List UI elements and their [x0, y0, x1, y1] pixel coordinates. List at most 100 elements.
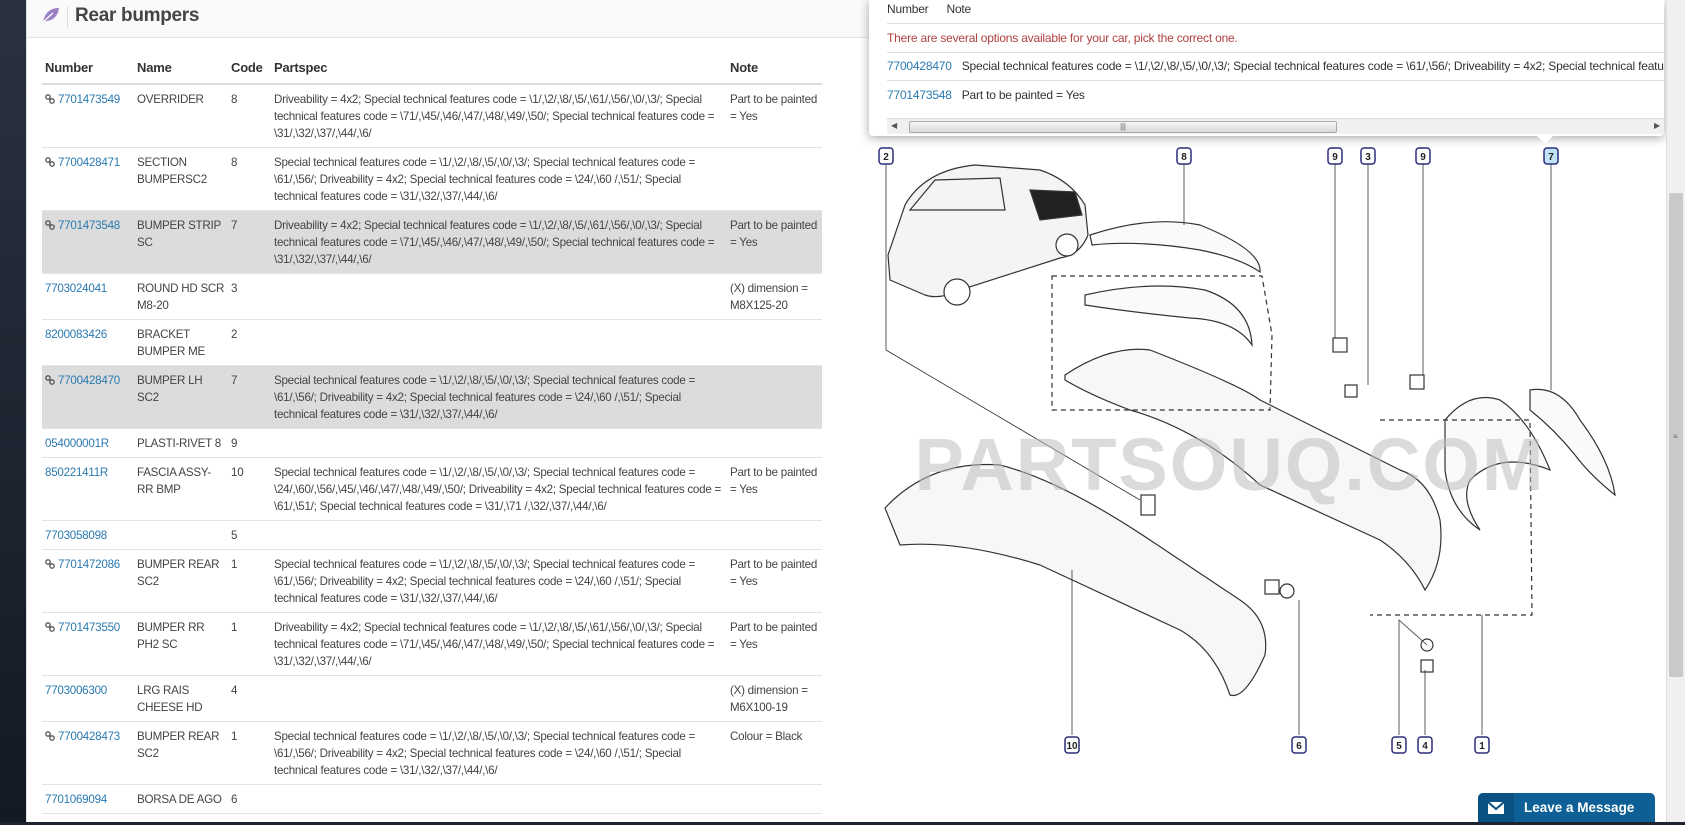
cell-number: 7700428473	[42, 721, 134, 785]
column-header-note[interactable]: Note	[727, 56, 822, 85]
part-number-link[interactable]: 7701473550	[58, 621, 120, 634]
table-row[interactable]: 7701473548 BUMPER STRIP SC 7 Driveabilit…	[42, 210, 822, 274]
popup-pointer	[1536, 135, 1554, 144]
column-header-code[interactable]: Code	[228, 56, 271, 85]
cell-code: 3	[228, 273, 271, 320]
cell-note	[727, 147, 822, 211]
scroll-right-arrow-icon[interactable]: ▶	[1654, 121, 1660, 130]
part-number-link[interactable]: 7703006300	[45, 684, 107, 697]
cell-number: 7701472086	[42, 549, 134, 613]
link-icon	[45, 157, 55, 167]
part-number-link[interactable]: 7701473549	[58, 93, 120, 106]
link-icon	[45, 622, 55, 632]
table-row[interactable]: 7700428473 BUMPER REAR SC2 1 Special tec…	[42, 721, 822, 785]
callout-label[interactable]: 9	[1327, 147, 1343, 165]
cell-partspec	[271, 319, 727, 366]
callout-label[interactable]: 3	[1360, 147, 1376, 165]
vertical-scrollbar[interactable]: ≡	[1666, 0, 1685, 822]
callout-label[interactable]: 7	[1543, 147, 1559, 165]
cell-name: PLASTI-RIVET 8	[134, 428, 228, 458]
part-number-link[interactable]: 7700428470	[58, 374, 120, 387]
part-number-link[interactable]: 7703024041	[45, 282, 107, 295]
cell-name: BORSA DE AGO	[134, 784, 228, 814]
cell-number: 7700428471	[42, 147, 134, 211]
popup-option-number[interactable]: 7701473548	[887, 88, 952, 102]
cell-note: Colour = Black	[727, 721, 822, 785]
cell-partspec	[271, 428, 727, 458]
popup-option-number[interactable]: 7700428470	[887, 59, 952, 73]
cell-number: 7701473550	[42, 612, 134, 676]
callout-box	[1064, 736, 1080, 754]
callout-number: 5	[1396, 741, 1402, 752]
part-number-link[interactable]: 7700428471	[58, 156, 120, 169]
part-number-link[interactable]: 850221411R	[45, 466, 109, 479]
scrollbar-thumb[interactable]	[1669, 193, 1683, 677]
table-row[interactable]: 7703024041 ROUND HD SCR M8-20 3 (X) dime…	[42, 273, 822, 320]
table-row[interactable]: 7703058098 5	[42, 520, 822, 550]
parts-table-container: Number Name Code Partspec Note 770147354…	[42, 56, 822, 814]
parts-table: Number Name Code Partspec Note 770147354…	[42, 56, 822, 814]
cell-name: SECTION BUMPERSC2	[134, 147, 228, 211]
cell-number: 7703058098	[42, 520, 134, 550]
table-row[interactable]: 7701472086 BUMPER REAR SC2 1 Special tec…	[42, 549, 822, 613]
callout-box	[1176, 147, 1192, 165]
link-icon	[45, 220, 55, 230]
table-row[interactable]: 8200083426 BRACKET BUMPER ME 2	[42, 319, 822, 366]
table-row[interactable]: 054000001R PLASTI-RIVET 8 9	[42, 428, 822, 458]
part-number-link[interactable]: 7701069094	[45, 793, 107, 806]
table-row[interactable]: 7701473549 OVERRIDER 8 Driveability = 4x…	[42, 84, 822, 148]
table-row[interactable]: 7700428471 SECTION BUMPERSC2 8 Special t…	[42, 147, 822, 211]
cell-code: 9	[228, 428, 271, 458]
column-header-name[interactable]: Name	[134, 56, 228, 85]
column-header-number[interactable]: Number	[42, 56, 134, 85]
cell-note: Part to be painted = Yes	[727, 457, 822, 521]
cell-partspec: Special technical features code = \1/,\2…	[271, 721, 727, 785]
cell-name: LRG RAIS CHEESE HD	[134, 675, 228, 722]
table-row[interactable]: 7703006300 LRG RAIS CHEESE HD 4 (X) dime…	[42, 675, 822, 722]
cell-partspec: Special technical features code = \1/,\2…	[271, 365, 727, 429]
link-icon	[45, 375, 55, 385]
cell-partspec	[271, 675, 727, 722]
callout-label[interactable]: 9	[1415, 147, 1431, 165]
callout-number: 6	[1296, 741, 1302, 752]
scrollbar-grip: ≡	[1673, 432, 1678, 441]
cell-code: 8	[228, 147, 271, 211]
callout-label[interactable]: 1	[1474, 736, 1490, 754]
part-number-link[interactable]: 7700428473	[58, 730, 120, 743]
cell-note: Part to be painted = Yes	[727, 210, 822, 274]
cell-partspec: Driveability = 4x2; Special technical fe…	[271, 612, 727, 676]
part-number-link[interactable]: 7703058098	[45, 529, 107, 542]
cell-partspec: Special technical features code = \1/,\2…	[271, 147, 727, 211]
table-row[interactable]: 7701069094 BORSA DE AGO 6	[42, 784, 822, 814]
cell-partspec: Driveability = 4x2; Special technical fe…	[271, 84, 727, 148]
part-number-link[interactable]: 7701473548	[58, 219, 120, 232]
scroll-left-arrow-icon[interactable]: ◀	[891, 121, 897, 130]
column-header-partspec[interactable]: Partspec	[271, 56, 727, 85]
table-header-row: Number Name Code Partspec Note	[42, 56, 822, 85]
leave-message-button[interactable]: Leave a Message	[1478, 793, 1655, 822]
cell-name: OVERRIDER	[134, 84, 228, 148]
scrollbar-thumb[interactable]: |||	[909, 121, 1337, 133]
popup-horizontal-scrollbar[interactable]: ◀ ||| ▶	[887, 118, 1664, 134]
callout-box	[878, 147, 894, 165]
callout-label[interactable]: 10	[1064, 736, 1080, 754]
part-number-link[interactable]: 7701472086	[58, 558, 120, 571]
callout-label[interactable]: 6	[1291, 736, 1307, 754]
callout-label[interactable]: 2	[878, 147, 894, 165]
callout-label[interactable]: 4	[1417, 736, 1433, 754]
cell-partspec: Driveability = 4x2; Special technical fe…	[271, 210, 727, 274]
part-number-link[interactable]: 8200083426	[45, 328, 107, 341]
callout-label[interactable]: 5	[1391, 736, 1407, 754]
table-row[interactable]: 850221411R FASCIA ASSY-RR BMP 10 Special…	[42, 457, 822, 521]
table-row[interactable]: 7701473550 BUMPER RR PH2 SC 1 Driveabili…	[42, 612, 822, 676]
popup-column-number: Number	[887, 2, 929, 16]
cell-name: ROUND HD SCR M8-20	[134, 273, 228, 320]
cell-code: 1	[228, 721, 271, 785]
table-row[interactable]: 7700428470 BUMPER LH SC2 7 Special techn…	[42, 365, 822, 429]
callout-label[interactable]: 8	[1176, 147, 1192, 165]
part-number-link[interactable]: 054000001R	[45, 437, 109, 450]
cell-number: 7701069094	[42, 784, 134, 814]
